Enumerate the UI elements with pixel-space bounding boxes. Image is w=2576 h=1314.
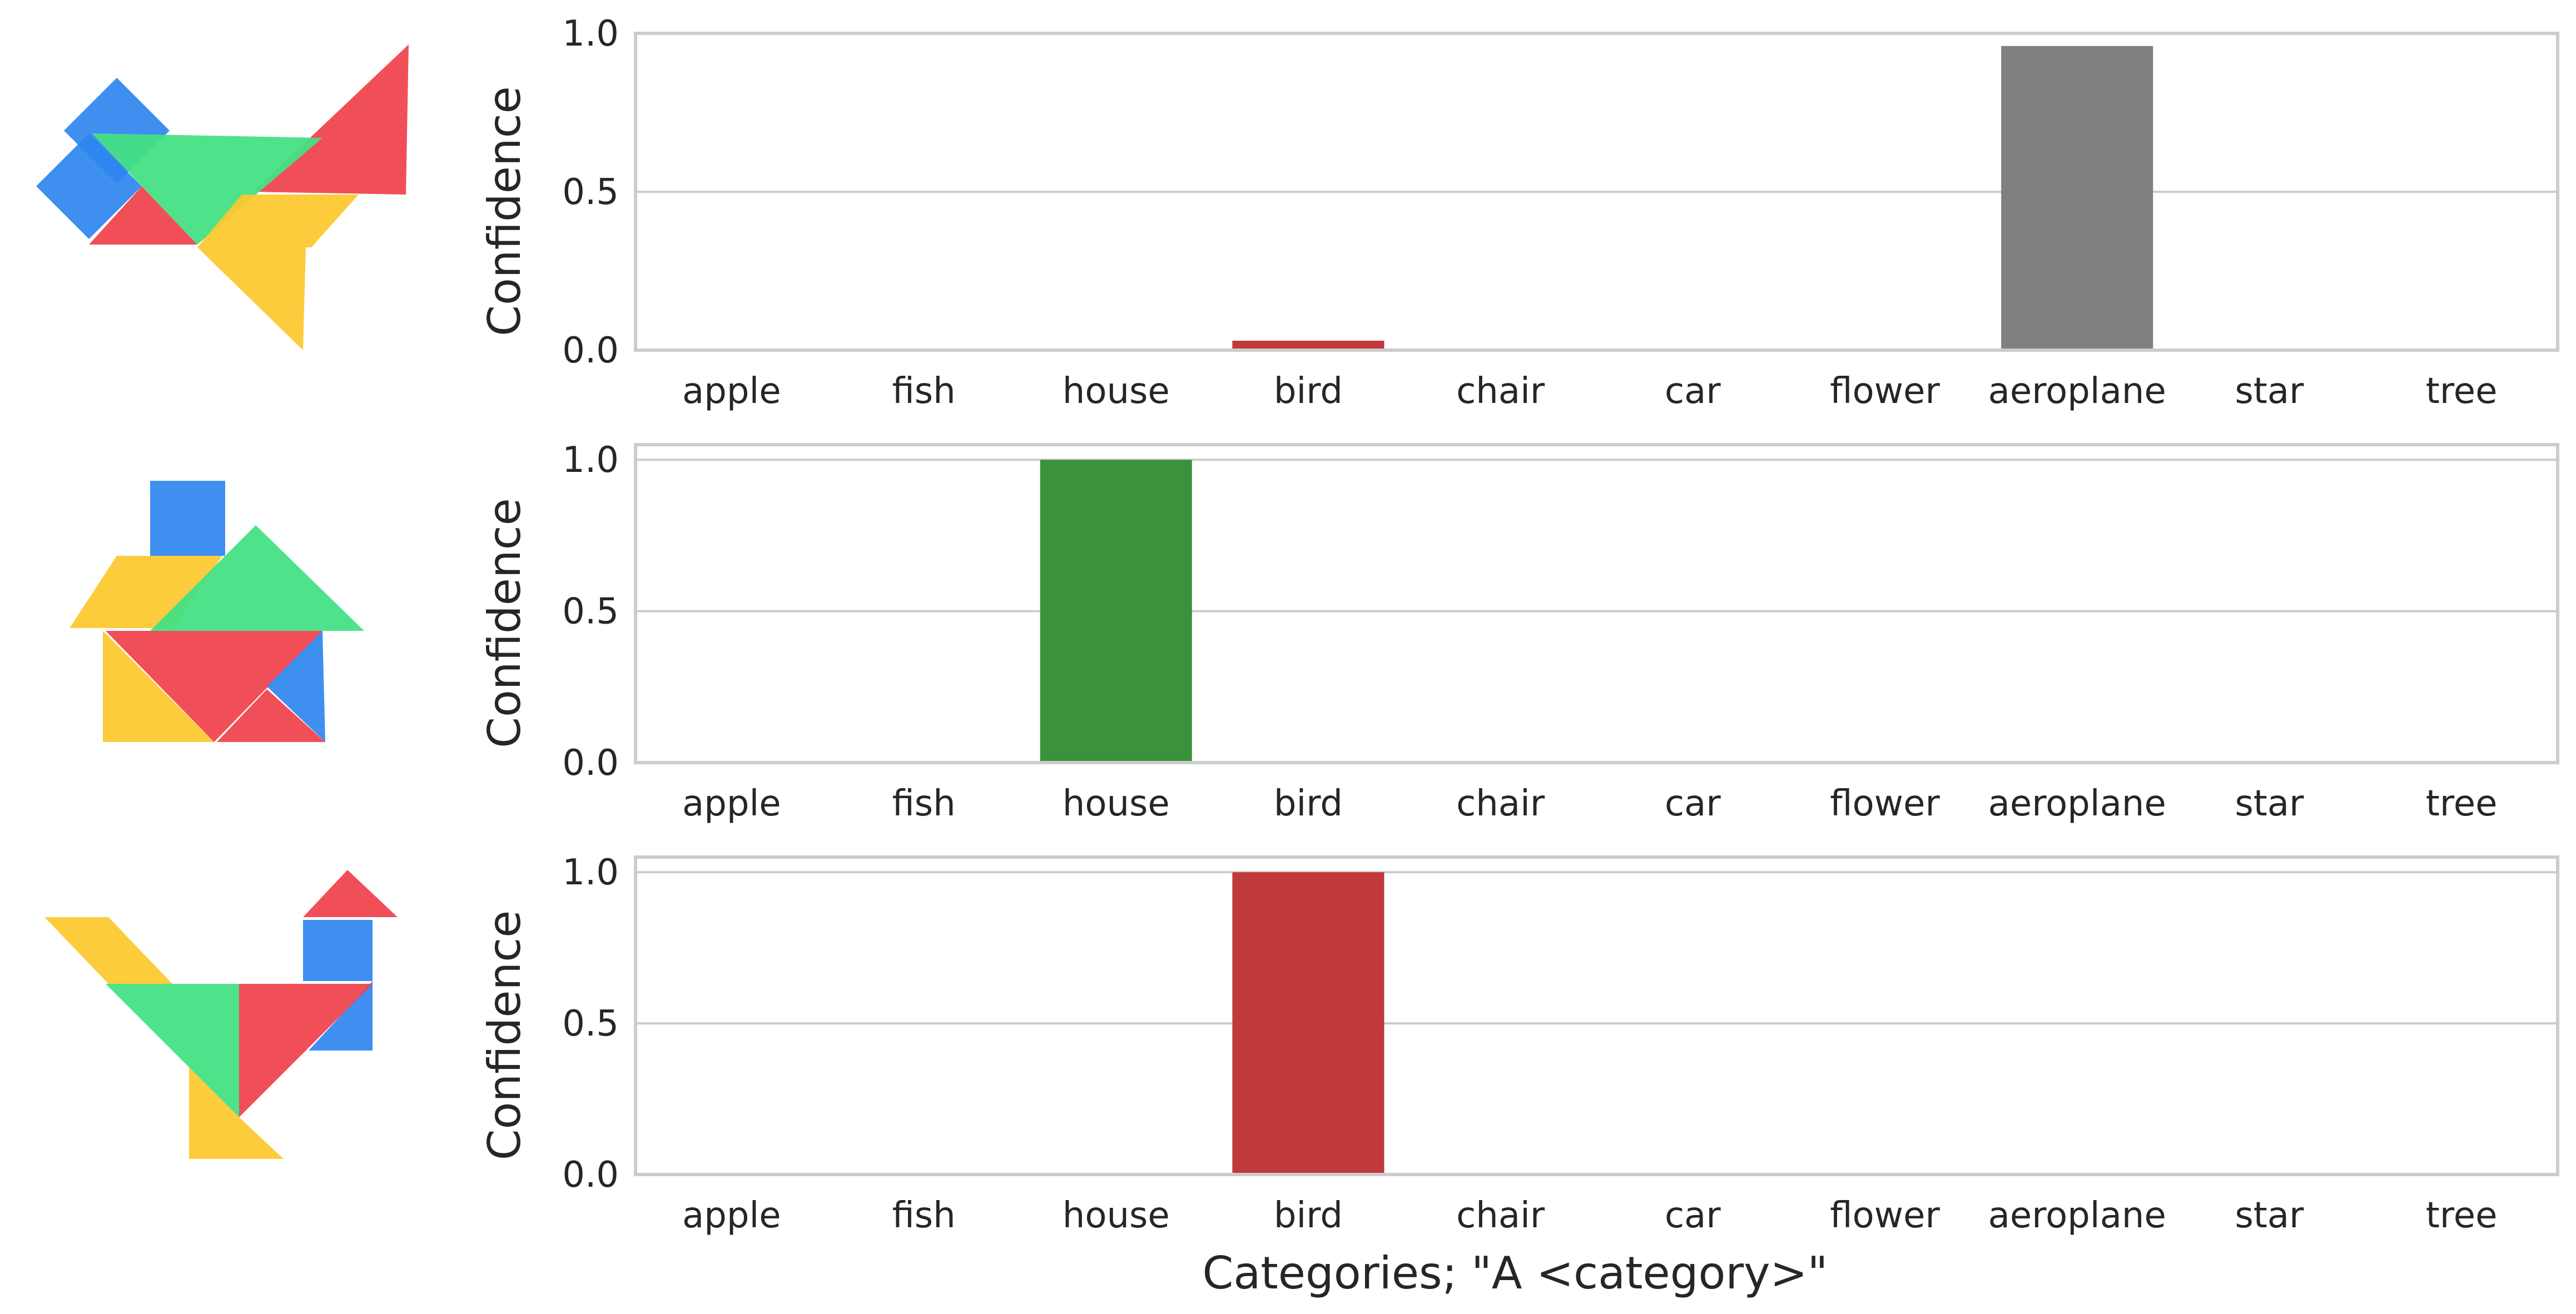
x-tick-label: apple	[682, 783, 781, 824]
x-tick-label: tree	[2426, 783, 2498, 824]
tangram-red-wall-triangle	[106, 631, 322, 742]
y-tick-label: 1.0	[562, 852, 619, 893]
x-tick-label: aeroplane	[1988, 371, 2166, 412]
y-tick-label: 0.5	[562, 591, 619, 633]
bar-bird	[1232, 340, 1384, 350]
x-tick-label: fish	[892, 1195, 955, 1236]
x-tick-label: fish	[892, 371, 955, 412]
x-tick-label: star	[2235, 1195, 2304, 1236]
x-tick-label: apple	[682, 371, 781, 412]
x-tick-label: bird	[1274, 783, 1343, 824]
bar-bird	[1232, 872, 1384, 1174]
tangram-yellow-triangle	[197, 247, 306, 350]
plot-frame	[634, 855, 2559, 1176]
y-tick-label: 1.0	[562, 13, 619, 54]
y-tick-label: 0.0	[562, 743, 619, 784]
bar-house	[1040, 460, 1192, 763]
tangram-house-image	[70, 481, 364, 742]
x-tick-label: bird	[1274, 371, 1343, 412]
tangram-green-triangle	[92, 133, 322, 245]
x-tick-label: flower	[1830, 783, 1940, 824]
x-tick-label: star	[2235, 783, 2304, 824]
y-tick-label: 0.5	[562, 1003, 619, 1044]
tangram-yellow-tail	[44, 917, 172, 984]
x-tick-label: tree	[2426, 1195, 2498, 1236]
bar-aeroplane	[2001, 46, 2153, 351]
x-tick-label: chair	[1456, 1195, 1545, 1236]
x-tick-label: fish	[892, 783, 955, 824]
y-tick-label: 0.0	[562, 1154, 619, 1196]
y-tick-label: 0.0	[562, 330, 619, 371]
chart-panel-0: apple fish house bird chair car flower aeroplan…	[479, 13, 2559, 412]
y-tick-label: 1.0	[562, 440, 619, 481]
x-tick-label: flower	[1830, 371, 1940, 412]
y-axis-label: Confidence	[479, 910, 530, 1161]
tangram-bird-image	[44, 870, 398, 1159]
tangram-aeroplane-image	[36, 44, 409, 350]
x-tick-label: aeroplane	[1988, 1195, 2166, 1236]
tangram-yellow-parallelogram	[197, 195, 359, 247]
x-tick-label: house	[1063, 783, 1170, 824]
x-tick-label: car	[1665, 371, 1721, 412]
chart-panel-2: apple fish house bird chair car flower aeroplan…	[479, 852, 2559, 1236]
tangram-yellow-leg	[189, 1067, 284, 1159]
plot-frame	[634, 32, 2559, 352]
tangram-blue-chimney	[150, 481, 225, 556]
x-tick-label: flower	[1830, 1195, 1940, 1236]
plot-frame	[634, 443, 2559, 764]
chart-panel-1: apple fish house bird chair car flower aeroplan…	[479, 440, 2559, 824]
x-tick-label: apple	[682, 1195, 781, 1236]
tangram-red-small-triangle	[89, 186, 197, 245]
tangram-green-roof	[150, 525, 364, 631]
tangram-red-head-triangle	[303, 870, 398, 917]
x-tick-label: car	[1665, 783, 1721, 824]
tangram-red-base-triangle	[217, 689, 325, 742]
y-axis-label: Confidence	[479, 498, 530, 748]
y-tick-label: 0.5	[562, 172, 619, 213]
x-tick-label: chair	[1456, 783, 1545, 824]
tangram-red-body	[239, 984, 373, 1117]
x-tick-label: tree	[2426, 371, 2498, 412]
x-tick-label: house	[1063, 371, 1170, 412]
x-tick-label: chair	[1456, 371, 1545, 412]
y-axis-label: Confidence	[479, 86, 530, 336]
x-tick-label: star	[2235, 371, 2304, 412]
tangram-blue-wall-triangle	[267, 631, 325, 742]
x-axis-label: Categories; "A <category>"	[1203, 1247, 1828, 1299]
x-tick-label: car	[1665, 1195, 1721, 1236]
tangram-blue-square-left	[36, 133, 142, 239]
x-tick-label: house	[1063, 1195, 1170, 1236]
tangram-yellow-wall	[103, 631, 214, 742]
tangram-blue-neck-square	[303, 920, 373, 981]
x-tick-label: bird	[1274, 1195, 1343, 1236]
x-tick-label: aeroplane	[1988, 783, 2166, 824]
